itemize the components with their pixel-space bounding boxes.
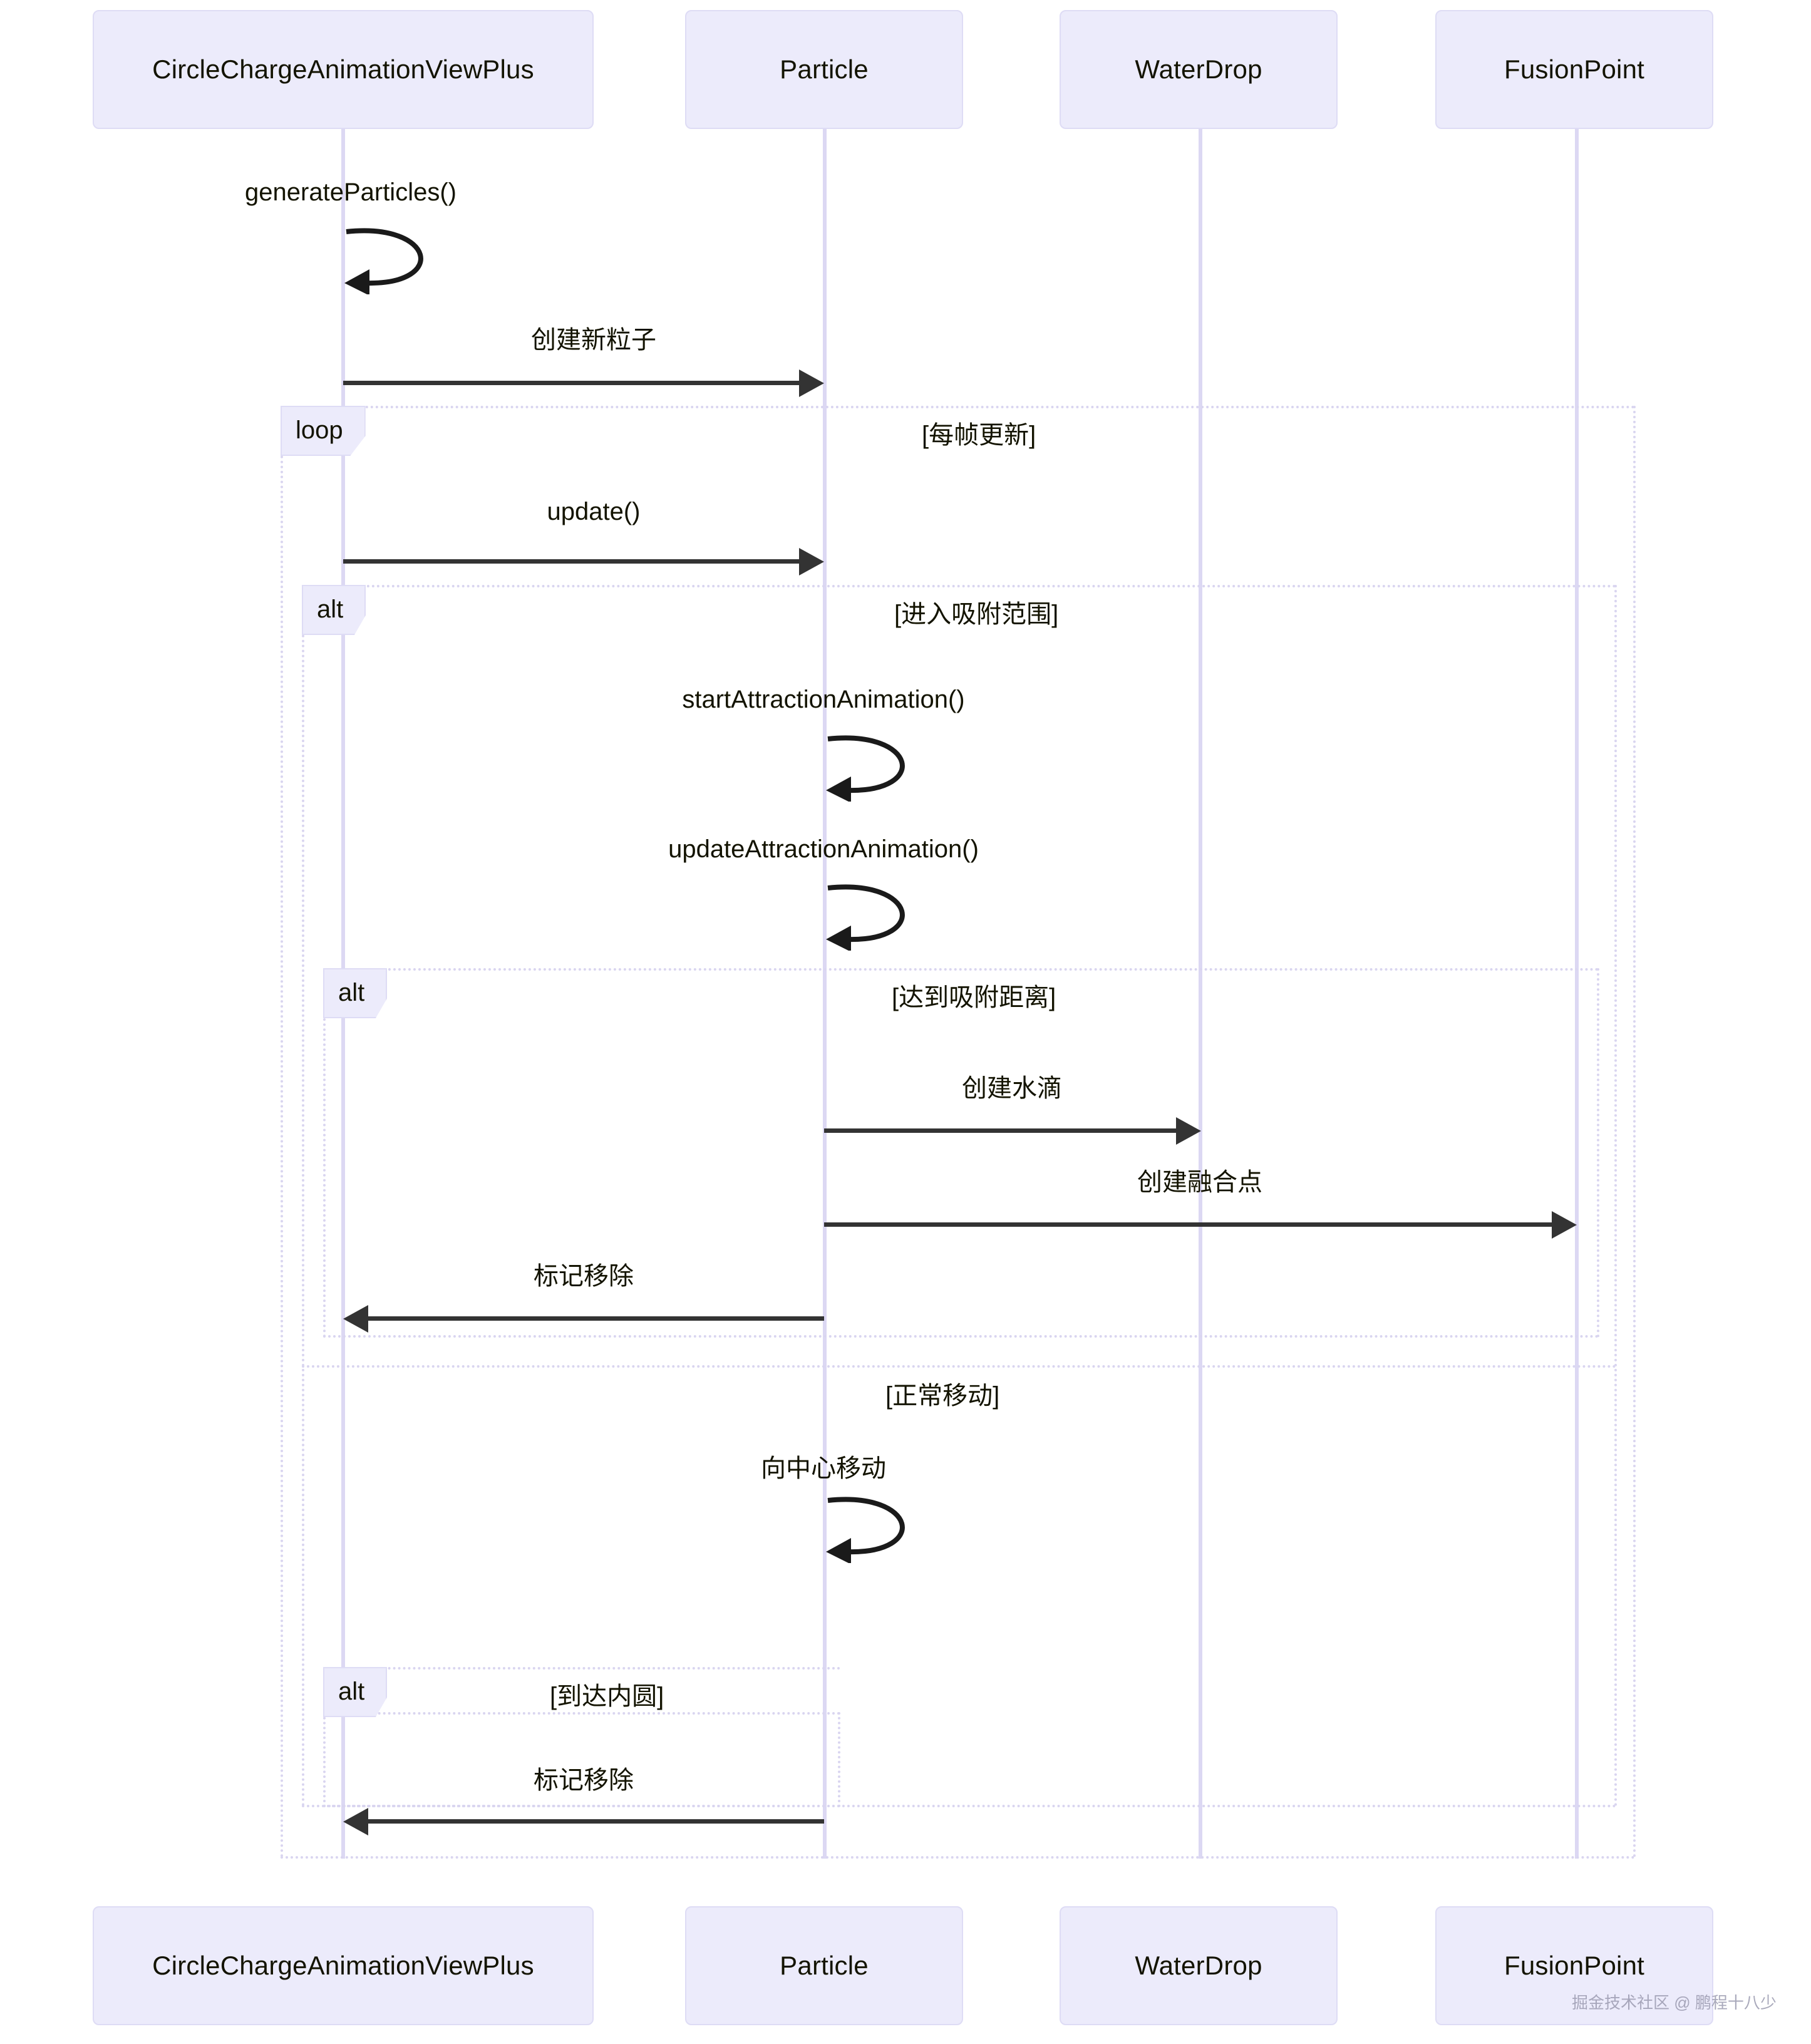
self-call-start-attraction-animation xyxy=(823,733,936,802)
lifeline-view xyxy=(341,68,345,1859)
message-text-update: update() xyxy=(547,498,641,525)
participant-box-bottom-particle[interactable]: Particle xyxy=(685,1906,963,2025)
participant-label-bottom-particle: Particle xyxy=(780,1951,869,1980)
fragment-condition-alt-reach-inner-circle-text: [到达内圆] xyxy=(550,1683,664,1710)
message-arrowhead-mark-removed-2 xyxy=(343,1808,368,1835)
message-label-mark-removed-2: 标记移除 xyxy=(396,1760,771,1796)
lifeline-particle xyxy=(823,68,827,1859)
self-call-move-to-center xyxy=(823,1494,936,1563)
message-label-update-attraction-animation: updateAttractionAnimation() xyxy=(626,835,1021,864)
message-arrowhead-create-waterdrop xyxy=(1176,1117,1201,1145)
participant-box-waterdrop[interactable]: WaterDrop xyxy=(1060,10,1338,129)
fragment-condition-alt-reach-distance: [达到吸附距离] xyxy=(892,977,1056,1013)
fragment-loop-every-frame xyxy=(281,406,1636,1859)
self-call-generate-particles xyxy=(341,225,454,294)
message-arrowhead-mark-removed-1 xyxy=(343,1305,368,1333)
participant-box-bottom-fusion[interactable]: FusionPoint xyxy=(1435,1906,1713,2025)
fragment-divider-else-normal-move xyxy=(302,1365,1617,1368)
message-text-create-fusion-point: 创建融合点 xyxy=(1137,1169,1262,1196)
participant-box-particle[interactable]: Particle xyxy=(685,10,963,129)
participant-label-view: CircleChargeAnimationViewPlus xyxy=(152,54,534,84)
message-text-move-to-center: 向中心移动 xyxy=(761,1455,886,1482)
fragment-label-alt-enter-range-text: alt xyxy=(317,596,344,623)
fragment-alt-reach-inner-circle xyxy=(323,1712,840,1807)
fragment-condition-alt-enter-range: [进入吸附范围] xyxy=(894,594,1058,630)
fragment-label-alt-reach-inner-circle-text: alt xyxy=(338,1678,365,1705)
message-label-create-particle: 创建新粒子 xyxy=(406,319,782,356)
participant-box-fusion[interactable]: FusionPoint xyxy=(1435,10,1713,129)
message-arrowhead-update xyxy=(799,548,824,576)
participant-box-bottom-view[interactable]: CircleChargeAnimationViewPlus xyxy=(93,1906,594,2025)
message-text-create-particle: 创建新粒子 xyxy=(531,326,656,354)
fragment-alt-enter-range xyxy=(302,585,1617,1807)
message-line-update xyxy=(343,559,800,564)
fragment-condition-alt-enter-range-text: [进入吸附范围] xyxy=(894,601,1059,628)
message-text-start-attraction-animation: startAttractionAnimation() xyxy=(682,686,965,713)
message-text-generate-particles: generateParticles() xyxy=(245,178,457,206)
participant-label-bottom-fusion: FusionPoint xyxy=(1504,1951,1644,1980)
watermark-text: 掘金技术社区 @ 鹏程十八少 xyxy=(1572,1993,1777,2012)
fragment-label-alt-enter-range: alt xyxy=(302,585,366,635)
watermark: 掘金技术社区 @ 鹏程十八少 xyxy=(1572,1990,1777,2013)
fragment-condition-alt-reach-inner-circle: [到达内圆] xyxy=(550,1676,664,1712)
message-line-mark-removed-2 xyxy=(368,1819,824,1824)
message-label-mark-removed-1: 标记移除 xyxy=(396,1256,771,1292)
fragment-label-loop-text: loop xyxy=(296,416,343,444)
fragment-label-loop: loop xyxy=(281,406,366,456)
message-text-create-waterdrop: 创建水滴 xyxy=(962,1075,1062,1102)
fragment-condition-loop: [每帧更新] xyxy=(922,415,1036,451)
message-line-create-fusion-point xyxy=(824,1222,1553,1227)
lifeline-waterdrop xyxy=(1199,68,1202,1859)
participant-label-particle: Particle xyxy=(780,54,869,84)
participant-box-view[interactable]: CircleChargeAnimationViewPlus xyxy=(93,10,594,129)
message-text-mark-removed-2: 标记移除 xyxy=(534,1767,634,1794)
fragment-condition-else-normal-move: [正常移动] xyxy=(885,1375,999,1412)
participant-box-bottom-waterdrop[interactable]: WaterDrop xyxy=(1060,1906,1338,2025)
message-line-create-particle xyxy=(343,381,800,385)
message-text-update-attraction-animation: updateAttractionAnimation() xyxy=(668,835,979,863)
fragment-divider-alt-reach-inner-top xyxy=(323,1667,840,1670)
fragment-condition-alt-reach-distance-text: [达到吸附距离] xyxy=(892,984,1056,1011)
message-label-start-attraction-animation: startAttractionAnimation() xyxy=(632,686,1014,714)
fragment-condition-loop-text: [每帧更新] xyxy=(922,421,1036,449)
fragment-label-alt-reach-inner-circle: alt xyxy=(323,1667,388,1717)
self-call-update-attraction-animation xyxy=(823,882,936,951)
message-arrowhead-create-fusion-point xyxy=(1552,1211,1577,1239)
participant-label-fusion: FusionPoint xyxy=(1504,54,1644,84)
fragment-alt-reach-distance xyxy=(323,968,1599,1338)
participant-label-waterdrop: WaterDrop xyxy=(1135,54,1262,84)
lifeline-fusion xyxy=(1575,68,1579,1859)
fragment-label-alt-reach-distance: alt xyxy=(323,968,388,1018)
message-label-move-to-center: 向中心移动 xyxy=(636,1448,1011,1484)
message-label-create-waterdrop: 创建水滴 xyxy=(824,1068,1200,1104)
message-line-mark-removed-1 xyxy=(368,1316,824,1321)
participant-label-bottom-waterdrop: WaterDrop xyxy=(1135,1951,1262,1980)
message-text-mark-removed-1: 标记移除 xyxy=(534,1262,634,1290)
participant-label-bottom-view: CircleChargeAnimationViewPlus xyxy=(152,1951,534,1980)
message-label-update: update() xyxy=(406,498,782,526)
message-label-create-fusion-point: 创建融合点 xyxy=(1012,1162,1388,1198)
message-arrowhead-create-particle xyxy=(799,369,824,397)
message-label-generate-particles: generateParticles() xyxy=(213,178,488,207)
message-line-create-waterdrop xyxy=(824,1128,1177,1133)
fragment-condition-else-normal-move-text: [正常移动] xyxy=(885,1382,1000,1410)
fragment-label-alt-reach-distance-text: alt xyxy=(338,979,365,1006)
